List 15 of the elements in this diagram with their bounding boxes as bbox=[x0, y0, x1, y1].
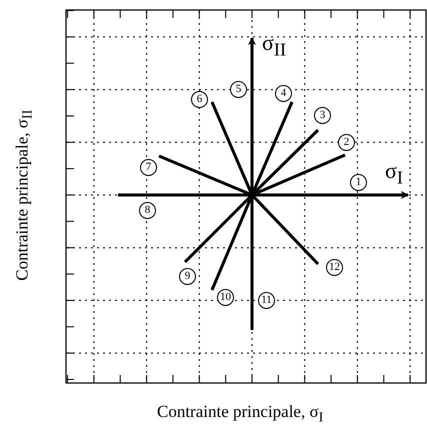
axis-title: Contrainte principale, σ$_{I}$ bbox=[157, 402, 324, 426]
callout-number: 3 bbox=[314, 107, 331, 124]
callout-number: 4 bbox=[275, 85, 292, 102]
callout-number: 10 bbox=[217, 289, 234, 306]
callout-number: 6 bbox=[191, 91, 208, 108]
callout-number: 7 bbox=[140, 159, 157, 176]
callout-number: 9 bbox=[179, 268, 196, 285]
callout-number: 1 bbox=[350, 174, 367, 191]
callout-number: 2 bbox=[338, 134, 355, 151]
callout-number: 12 bbox=[326, 259, 343, 276]
axis-symbol: σ$_{I}$ bbox=[385, 158, 403, 188]
callout-number: 11 bbox=[258, 292, 275, 309]
callout-number: 5 bbox=[230, 81, 247, 98]
callout-number: 8 bbox=[139, 202, 156, 219]
axis-symbol: σ$_{II}$ bbox=[262, 30, 286, 60]
